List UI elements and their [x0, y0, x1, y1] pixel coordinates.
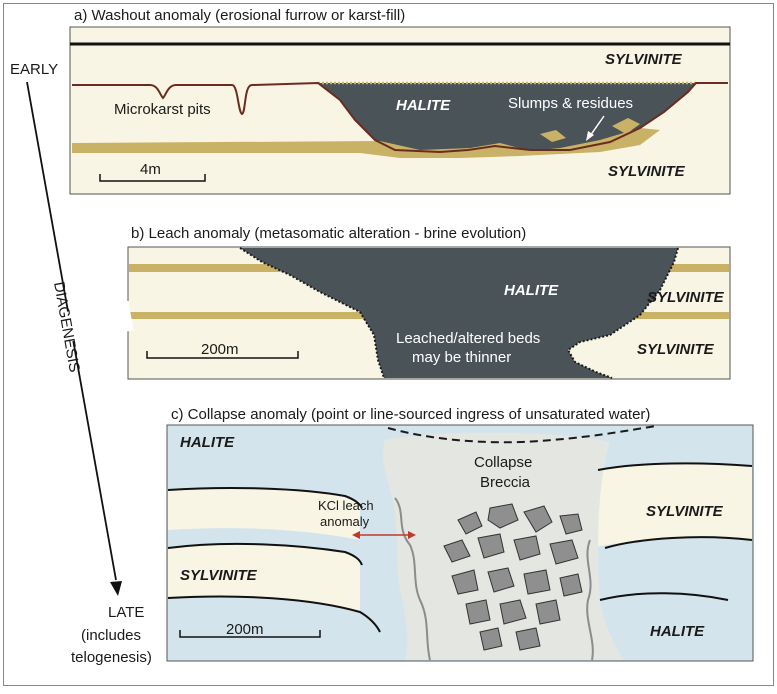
panel-a-title: a) Washout anomaly (erosional furrow or …: [74, 7, 405, 24]
panel-a: a) Washout anomaly (erosional furrow or …: [69, 7, 731, 195]
panel-c-bed-line: [599, 592, 729, 601]
breccia-clast: [523, 505, 553, 533]
breccia-clast: [479, 627, 503, 651]
breccia-clast: [487, 503, 519, 529]
breccia-clast: [457, 511, 483, 535]
slump-blob: [612, 118, 640, 134]
panel-c-title: c) Collapse anomaly (point or line-sourc…: [171, 406, 650, 423]
panel-b-label-leached-2: may be thinner: [412, 349, 511, 366]
panel-b-dotted-right: [566, 247, 679, 379]
panel-c-bed-line: [167, 595, 381, 633]
panel-c-rock-topleft: HALITE: [180, 434, 235, 451]
panel-c-rock-left: SYLVINITE: [180, 567, 258, 584]
panel-b-halite-fill: [240, 248, 678, 378]
axis-label-gap: [0, 300, 134, 354]
panel-b-scale-bar: [146, 351, 299, 359]
axis-late-sub1: (includes: [81, 627, 141, 644]
panel-b-title: b) Leach anomaly (metasomatic alteration…: [131, 225, 526, 242]
breccia-clast: [559, 573, 583, 597]
panel-c-scale-label: 200m: [226, 621, 264, 638]
panel-c-bed-line: [604, 536, 753, 549]
panel-b-dotted-left: [239, 247, 385, 379]
axis-arrowhead: [110, 581, 122, 596]
panel-c-sylvinite-left-upper: [168, 488, 360, 540]
breccia-clast: [513, 535, 541, 561]
axis-late-label: LATE: [108, 604, 144, 621]
breccia-clast: [515, 627, 541, 651]
panel-c-rock-bottomright: HALITE: [650, 623, 705, 640]
panel-a-rock-top: SYLVINITE: [605, 51, 683, 68]
panel-a-erosion-surface: [72, 81, 728, 154]
panel-c: c) Collapse anomaly (point or line-sourc…: [166, 406, 754, 662]
panel-c-bed-line: [167, 542, 363, 566]
panel-a-slump-arrowhead: [586, 131, 594, 141]
panel-a-scale-label: 4m: [140, 161, 161, 178]
breccia-clast: [465, 599, 491, 625]
panel-c-leach-boundary-right: [586, 539, 594, 661]
panel-b-scale-label: 200m: [201, 341, 239, 358]
panel-a-halite-fill: [318, 83, 696, 152]
panel-b-label-leached-1: Leached/altered beds: [396, 330, 540, 347]
panel-a-scale-bar: [99, 174, 206, 182]
panel-c-dashed-arc: [387, 425, 657, 444]
axis-early-label: EARLY: [10, 61, 58, 78]
panel-c-label-breccia-2: Breccia: [480, 474, 531, 491]
panel-b-rock-fill: HALITE: [504, 282, 559, 299]
breccia-clast: [523, 569, 551, 595]
breccia-clast: [487, 567, 515, 593]
panel-c-rock-right: SYLVINITE: [646, 503, 724, 520]
panel-b-rock-lower: SYLVINITE: [637, 341, 715, 358]
panel-c-label-kcl-2: anomaly: [320, 514, 370, 529]
panel-c-sylvinite-right: [590, 463, 752, 548]
panel-a-rock-fill: HALITE: [396, 97, 451, 114]
panel-c-breccia-clasts: [443, 503, 583, 651]
panel-c-leach-arrowhead-left: [352, 531, 360, 539]
panel-c-label-kcl-1: KCl leach: [318, 498, 374, 513]
panel-b-rock-upper: SYLVINITE: [647, 289, 725, 306]
panel-a-tan-bed: [72, 128, 660, 158]
panel-a-rock-bottom: SYLVINITE: [608, 163, 686, 180]
breccia-clast: [499, 599, 527, 625]
breccia-clast: [451, 569, 479, 595]
panel-c-leach-boundary-left: [394, 497, 431, 661]
panel-c-bed-line: [597, 462, 753, 471]
panel-c-scale-bar: [179, 630, 321, 638]
panel-c-bed-line: [167, 487, 363, 509]
slump-blob: [540, 130, 566, 142]
panel-a-label-pits: Microkarst pits: [114, 101, 211, 118]
panel-b: b) Leach anomaly (metasomatic alteration…: [127, 225, 731, 380]
breccia-clast: [443, 539, 471, 563]
breccia-clast: [535, 599, 561, 625]
panel-a-label-slumps: Slumps & residues: [508, 95, 633, 112]
panel-a-slump-arrow: [589, 115, 605, 137]
breccia-clast: [559, 513, 583, 535]
panel-c-label-breccia-1: Collapse: [474, 454, 532, 471]
panel-c-leach-arrowhead-right: [408, 531, 416, 539]
panel-c-breccia-zone: [382, 432, 625, 660]
breccia-clast: [549, 539, 579, 565]
axis-late-sub2: telogenesis): [71, 649, 152, 666]
breccia-clast: [477, 533, 505, 559]
panel-c-sylvinite-left-lower: [168, 543, 360, 612]
